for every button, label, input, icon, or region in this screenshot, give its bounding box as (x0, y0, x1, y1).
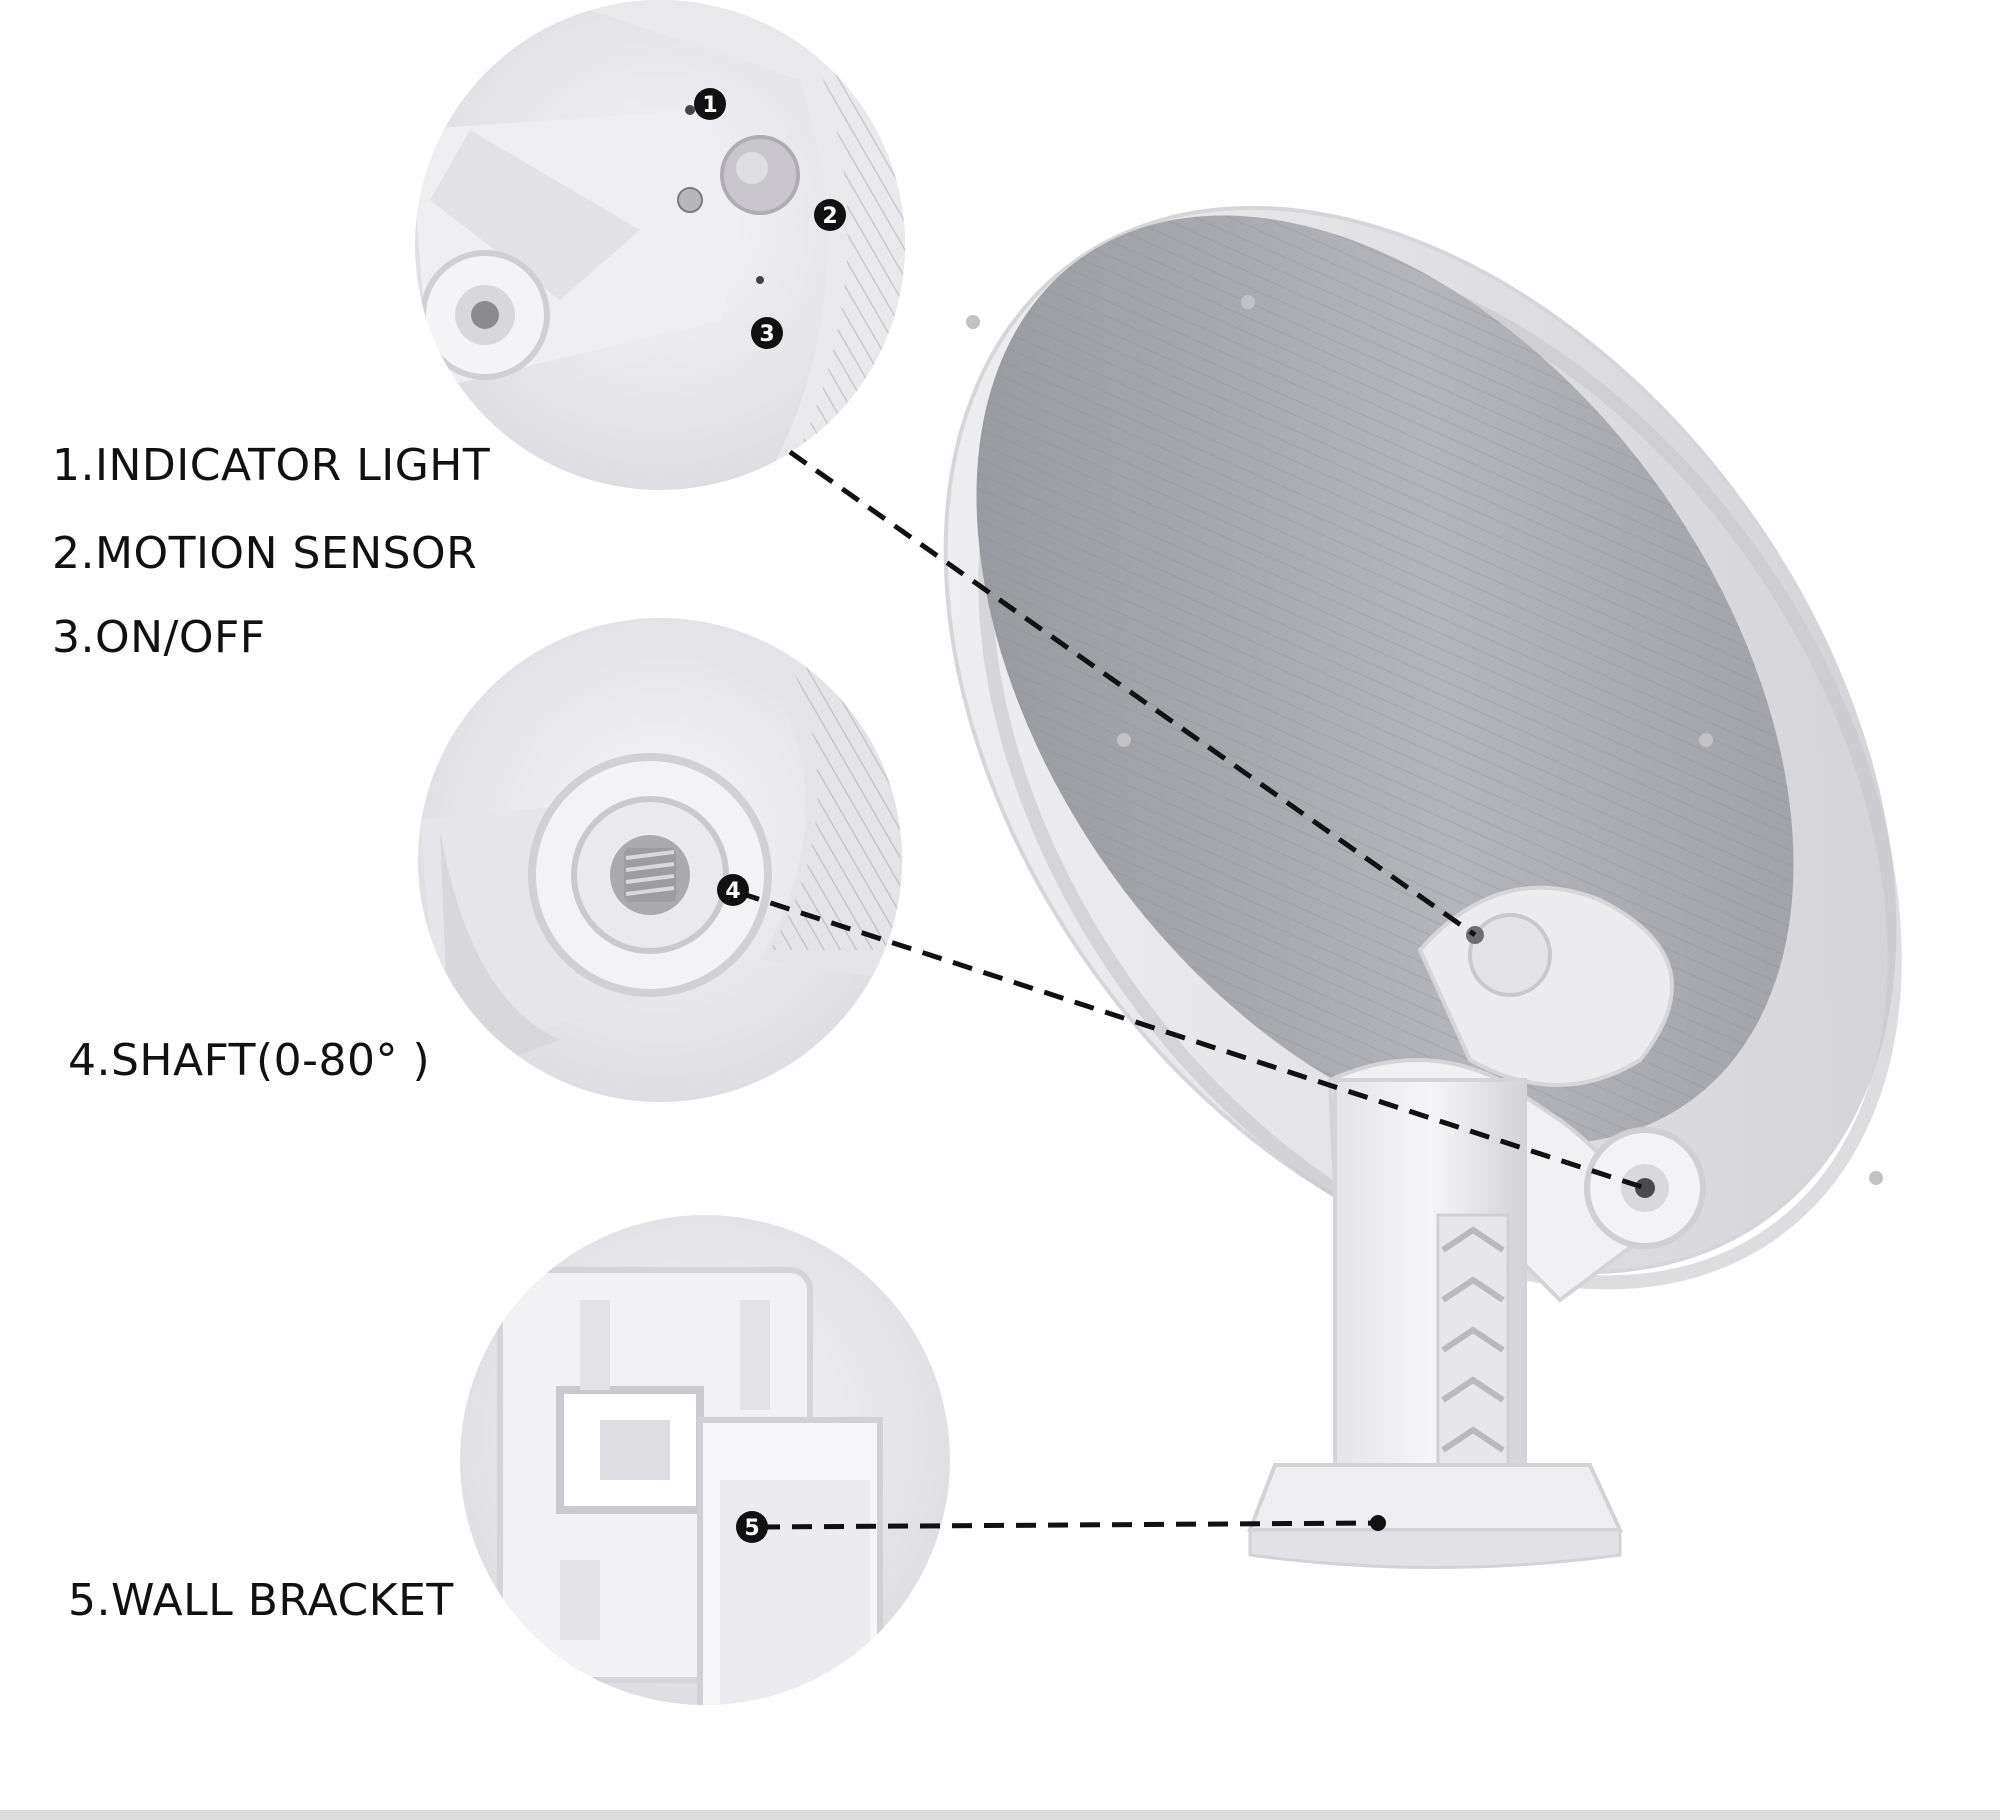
svg-text:3: 3 (759, 322, 774, 347)
svg-text:2: 2 (822, 204, 837, 229)
label-indicator-light: 1.INDICATOR LIGHT (52, 440, 491, 491)
detail-circle-sensor (415, 0, 905, 490)
detail-circle-bracket (460, 1215, 950, 1705)
leader-lines (739, 449, 1646, 1530)
svg-text:1: 1 (702, 93, 717, 118)
bottom-edge (0, 1810, 2000, 1820)
marker-3: 3 (751, 317, 783, 349)
marker-4: 4 (717, 874, 749, 906)
svg-text:4: 4 (725, 879, 740, 904)
bolt-icon (624, 848, 676, 902)
screw-icon (677, 187, 703, 213)
label-motion-sensor: 2.MOTION SENSOR (52, 528, 478, 579)
marker-5: 5 (736, 1511, 768, 1543)
detail-circle-shaft (418, 618, 902, 1102)
marker-2: 2 (814, 199, 846, 231)
switch-icon (756, 276, 764, 284)
svg-text:5: 5 (744, 1516, 759, 1541)
solar-lamp-product (943, 205, 1902, 1569)
label-shaft: 4.SHAFT(0-80° ) (68, 1035, 431, 1086)
label-on-off: 3.ON/OFF (52, 612, 266, 663)
leader-endpoint-bracket (1370, 1515, 1386, 1531)
marker-1: 1 (694, 88, 726, 120)
label-wall-bracket: 5.WALL BRACKET (68, 1575, 454, 1626)
leader-line-bracket (759, 1520, 1379, 1530)
leader-line-sensor (788, 449, 1477, 938)
indicator-light-icon (685, 105, 695, 115)
